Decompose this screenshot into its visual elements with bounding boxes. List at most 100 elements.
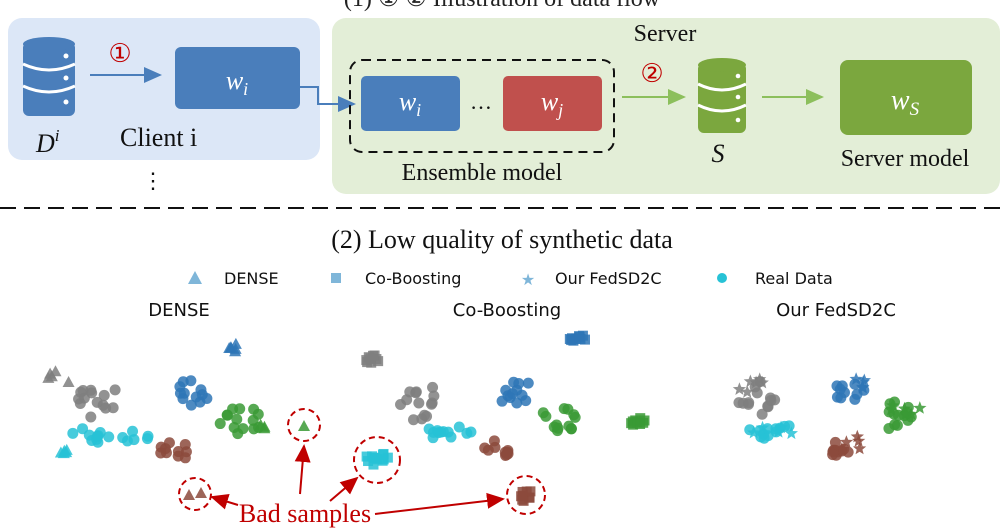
legend-fedsd2c-label: Our FedSD2C <box>555 269 662 288</box>
bad-sample-circle-dense-2 <box>178 477 212 511</box>
coboosting-point <box>524 492 535 503</box>
real-point <box>827 449 839 461</box>
ensemble-weight-j <box>503 76 602 131</box>
client-data-label: Di <box>35 126 60 158</box>
dense-point <box>44 367 57 379</box>
real-point <box>128 434 140 446</box>
real-point <box>75 386 87 398</box>
fedsd2c-point <box>753 372 767 386</box>
fedsd2c-point <box>732 382 747 395</box>
real-point <box>248 423 260 435</box>
real-point <box>500 449 512 461</box>
bad-sample-circle-coboosting-1 <box>353 436 401 484</box>
real-point <box>103 431 115 443</box>
coboosting-point <box>361 451 372 462</box>
synthetic-database-icon <box>697 58 747 133</box>
real-point <box>513 377 525 389</box>
fedsd2c-point <box>839 435 854 448</box>
fedsd2c-point <box>850 429 864 443</box>
coboosting-point <box>564 334 575 345</box>
real-point <box>413 397 425 409</box>
dense-point <box>229 337 242 349</box>
real-point <box>416 413 428 425</box>
real-point <box>453 421 465 433</box>
real-point <box>842 446 854 458</box>
bad-sample-circle-coboosting-2 <box>506 475 546 515</box>
legend-square-icon <box>331 273 341 283</box>
real-point <box>163 437 175 449</box>
real-point <box>85 384 97 396</box>
client-more-dots: ⋮ <box>142 168 164 193</box>
real-point <box>737 397 749 409</box>
real-point <box>769 394 781 406</box>
legend-star-icon: ★ <box>521 270 535 289</box>
real-point <box>177 376 189 388</box>
legend-coboosting-label: Co-Boosting <box>365 269 461 288</box>
fedsd2c-point <box>749 375 763 389</box>
synthetic-data-label: S <box>712 139 725 168</box>
real-point <box>185 399 197 411</box>
ensemble-label: Ensemble model <box>402 160 563 186</box>
dense-point <box>229 345 242 357</box>
coboosting-point <box>626 418 637 429</box>
real-point <box>91 433 103 445</box>
coboosting-point <box>368 350 379 361</box>
ensemble-weight-i <box>361 76 460 131</box>
real-point <box>889 419 901 431</box>
real-point <box>516 389 528 401</box>
ensemble-weight-i-label: wi <box>399 87 421 120</box>
coboosting-point <box>635 418 646 429</box>
scatter-plots <box>42 330 927 506</box>
client-weight-label: wi <box>226 66 248 99</box>
real-point <box>178 387 190 399</box>
legend-dense-label: DENSE <box>224 269 279 288</box>
client-database-icon <box>22 37 76 116</box>
legend-circle-icon <box>717 273 727 283</box>
real-point <box>829 436 841 448</box>
real-point <box>540 410 552 422</box>
real-point <box>548 421 560 433</box>
bad-sample-circle-dense-1 <box>287 408 321 442</box>
bad-arrow-3 <box>329 476 359 502</box>
step-2-marker: ② <box>640 59 663 89</box>
real-point <box>127 425 139 437</box>
real-point <box>488 435 500 447</box>
real-point <box>511 397 523 409</box>
real-point <box>496 395 508 407</box>
server-panel <box>332 18 1000 194</box>
client-label: Client i <box>120 123 197 152</box>
fedsd2c-point <box>771 424 786 438</box>
client-weight-box <box>175 47 300 109</box>
real-point <box>67 427 79 439</box>
bad-arrow-1 <box>210 494 239 510</box>
real-point <box>195 384 207 396</box>
real-point <box>232 428 244 440</box>
fedsd2c-point <box>849 372 863 385</box>
bad-arrow-4 <box>374 492 505 515</box>
fedsd2c-point <box>856 380 870 393</box>
coboosting-point <box>517 486 528 497</box>
top-title: (1) ① ② Illustration of data flow <box>344 0 661 12</box>
real-point <box>836 380 848 392</box>
ensemble-ellipsis: … <box>470 89 492 114</box>
real-point <box>407 414 419 426</box>
dense-point <box>54 446 67 458</box>
real-point <box>426 397 438 409</box>
real-point <box>141 433 153 445</box>
real-point <box>756 408 768 420</box>
legend: DENSE Co-Boosting ★ Our FedSD2C Real Dat… <box>188 269 833 289</box>
fedsd2c-point <box>852 441 867 455</box>
real-point <box>404 386 416 398</box>
server-model-box <box>840 60 972 135</box>
client-to-ensemble-arrow <box>300 86 356 112</box>
fedsd2c-point <box>897 401 912 415</box>
fedsd2c-point <box>784 426 798 440</box>
fedsd2c-point <box>755 420 770 434</box>
real-point <box>569 411 581 423</box>
real-point <box>563 420 575 432</box>
coboosting-point <box>368 459 379 470</box>
ensemble-box <box>349 59 615 153</box>
fedsd2c-point <box>852 434 866 447</box>
coboosting-point <box>378 454 389 465</box>
